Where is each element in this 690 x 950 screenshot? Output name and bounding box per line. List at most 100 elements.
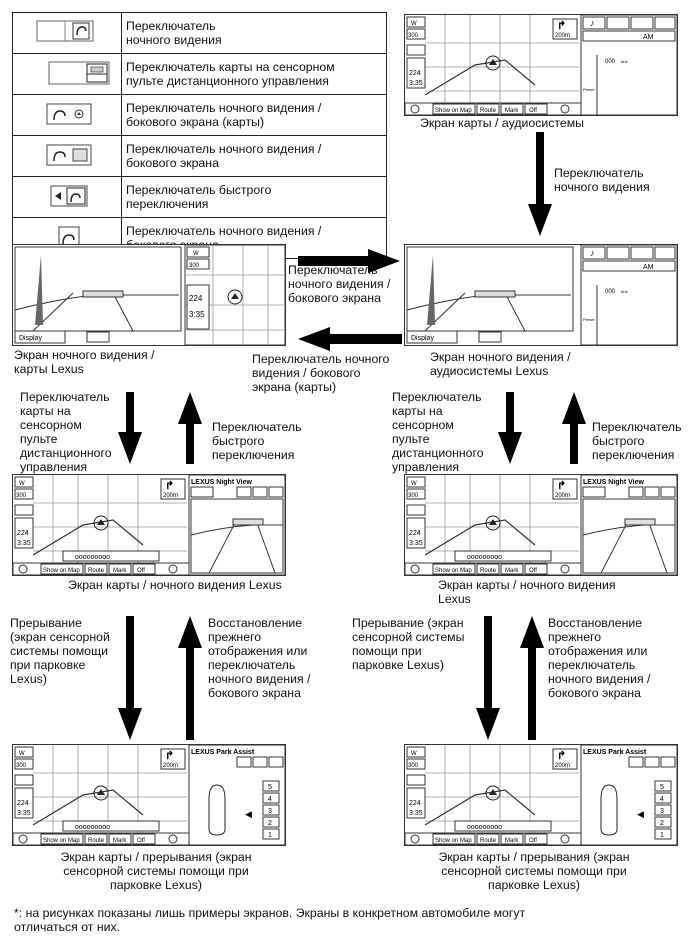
arrow-down-night-switch [528, 132, 552, 236]
quick-switch-icon [50, 185, 88, 207]
arrow-up-restore-left [178, 616, 202, 740]
legend-table: Переключатель ночного видения Переключат… [12, 12, 387, 259]
label-remote-right: Переключатель карты на сенсорном пульте … [392, 390, 484, 474]
map-bottom-bar: Show on Map Route Mark Off [12, 832, 190, 846]
svg-text:3:35: 3:35 [409, 80, 423, 87]
label-interrupt-right: Прерывание (экран сенсорной системы помо… [352, 616, 465, 672]
svg-text:3:35: 3:35 [17, 540, 31, 547]
svg-text:Off: Off [137, 838, 145, 844]
map-left-controls: W 300 224 3:35 [406, 746, 426, 819]
park-assist-pane: LEXUS Park Assist ◀ 5 4 3 2 1 [188, 744, 286, 846]
map-audio-screen: ↱ 200m W 300 224 3:35 Show on Map Route … [404, 14, 678, 116]
caption-night-map: Экран ночного видения / карты Lexus [14, 348, 155, 376]
svg-text:Off: Off [529, 838, 537, 844]
svg-text:↱: ↱ [557, 480, 566, 492]
legend-text: Переключатель ночного видения / бокового… [121, 135, 387, 177]
arrow-down-interrupt-left [118, 616, 142, 740]
svg-text:4: 4 [268, 796, 272, 803]
label-restore-right: Восстановление прежнего отображения или … [548, 616, 651, 700]
svg-text:Mark: Mark [505, 568, 519, 574]
arrow-down-remote-right [498, 392, 522, 464]
svg-text:LEXUS Park Assist: LEXUS Park Assist [191, 749, 255, 756]
caption-map-audio: Экран карты / аудиосистемы [420, 116, 584, 130]
svg-text:300: 300 [408, 493, 419, 499]
audio-pane: ♪ AM 000 kHz Preset [580, 14, 678, 116]
svg-text:4: 4 [660, 796, 664, 803]
svg-text:3: 3 [660, 808, 664, 815]
svg-text:Route: Route [480, 108, 497, 114]
svg-text:224: 224 [17, 800, 29, 807]
svg-text:3:35: 3:35 [189, 310, 205, 319]
svg-text:W: W [411, 21, 417, 27]
svg-text:ooooooooo: ooooooooo [467, 824, 502, 831]
svg-text:AM: AM [643, 264, 654, 271]
night-side-pane: LEXUS Night View [580, 474, 678, 576]
label-side-switch-right: Переключатель ночного видения / бокового… [288, 263, 391, 305]
svg-text:Off: Off [529, 108, 537, 114]
svg-text:kHz: kHz [621, 289, 628, 294]
svg-text:W: W [193, 251, 199, 257]
svg-text:Preset: Preset [583, 87, 595, 92]
svg-text:Off: Off [529, 568, 537, 574]
svg-text:Display: Display [411, 335, 434, 342]
svg-text:200m: 200m [555, 33, 570, 39]
svg-text:300: 300 [16, 493, 27, 499]
label-quick-right: Переключатель быстрого переключения [592, 420, 682, 462]
night-view-side-map-switch-icon [46, 103, 92, 125]
svg-text:Route: Route [88, 838, 105, 844]
legend-text: Переключатель ночного видения [121, 12, 387, 54]
svg-text:224: 224 [189, 294, 203, 303]
svg-text:Mark: Mark [505, 108, 519, 114]
svg-text:W: W [19, 751, 25, 757]
footnote: *: на рисунках показаны лишь примеры экр… [14, 906, 526, 934]
svg-text:Route: Route [480, 568, 497, 574]
svg-text:ooooooooo: ooooooooo [75, 824, 110, 831]
svg-text:224: 224 [409, 70, 421, 77]
map-park-screen-left: ↱ 200m ooooooooo W 300 224 3:35 Show on … [12, 744, 286, 846]
legend-text: Переключатель карты на сенсорном пульте … [121, 53, 387, 95]
arrow-down-interrupt-right [476, 616, 500, 740]
legend-icon-cell [12, 176, 122, 218]
svg-text:AM: AM [643, 34, 654, 41]
night-audio-screen: Display ♪ AM 000 kHz Preset [404, 244, 678, 346]
svg-text:◀: ◀ [637, 809, 644, 819]
svg-text:Mark: Mark [113, 568, 127, 574]
label-restore-left: Восстановление прежнего отображения или … [208, 616, 311, 700]
svg-text:300: 300 [16, 763, 27, 769]
map-pane: ↱ 200m ooooooooo [32, 475, 187, 563]
arrow-down-remote-left [118, 392, 142, 464]
map-night-screen-right-graphic: ↱ 200m ooooooooo W 300 224 3:35 Show on … [404, 474, 678, 576]
svg-text:200m: 200m [163, 763, 178, 769]
svg-text:2: 2 [268, 820, 272, 827]
svg-text:1: 1 [268, 832, 272, 839]
legend-text: Переключатель быстрого переключения [121, 176, 387, 218]
legend-icon-cell [12, 135, 122, 177]
svg-text:5: 5 [268, 784, 272, 791]
legend-row: Переключатель ночного видения / бокового… [12, 94, 387, 136]
svg-text:LEXUS Night View: LEXUS Night View [191, 479, 252, 486]
map-pane: ↱ 200m ooooooooo [424, 745, 579, 833]
svg-text:Preset: Preset [583, 317, 595, 322]
label-interrupt-left: Прерывание (экран сенсорной системы помо… [10, 616, 110, 686]
map-left-controls: W 300 224 3:35 [14, 746, 34, 819]
legend-row: Переключатель карты на сенсорном пульте … [12, 53, 387, 95]
svg-text:300: 300 [408, 33, 419, 39]
legend-row: Переключатель быстрого переключения [12, 176, 387, 218]
svg-text:ooooooooo: ooooooooo [467, 554, 502, 561]
svg-text:200m: 200m [163, 493, 178, 499]
map-left-controls: W 300 224 3:35 [14, 476, 34, 549]
arrow-up-restore-right [520, 616, 544, 740]
caption-interrupt-right: Экран карты / прерывания (экран сенсорно… [438, 850, 630, 892]
map-audio-screen-graphic: ↱ 200m W 300 224 3:35 Show on Map Route … [404, 14, 678, 116]
svg-text:200m: 200m [555, 493, 570, 499]
night-map-screen: Display W 300 224 3:35 [12, 244, 286, 346]
label-remote-left: Переключатель карты на сенсорном пульте … [20, 390, 112, 474]
car-icon [208, 784, 226, 836]
legend-row: Переключатель ночного видения [12, 12, 387, 54]
svg-text:♪: ♪ [590, 248, 595, 258]
map-side-pane: W 300 224 3:35 [184, 244, 286, 346]
map-bottom-bar: Show on Map Route Mark Off [12, 562, 190, 576]
map-park-screen-right-graphic: ↱ 200m ooooooooo W 300 224 3:35 Show on … [404, 744, 678, 846]
legend-icon-cell [12, 53, 122, 95]
svg-text:300: 300 [189, 263, 200, 269]
